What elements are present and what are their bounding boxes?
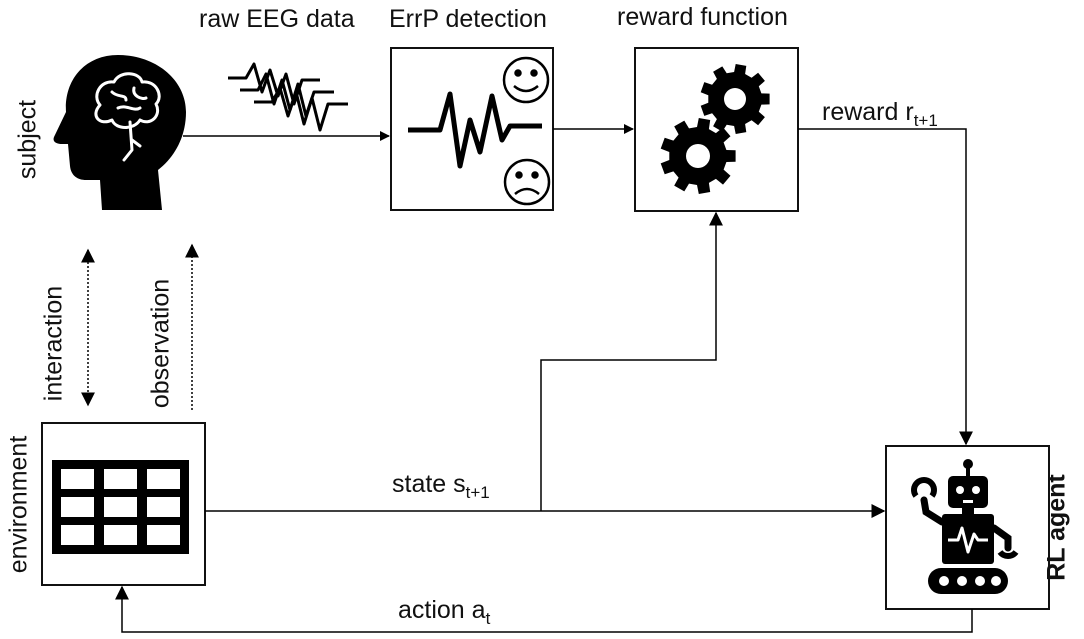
head-brain-icon <box>53 55 186 210</box>
state-label-main: state s <box>392 470 466 498</box>
errp-waveform-icon <box>408 91 542 169</box>
subject-label: subject <box>13 99 42 180</box>
reward-function-label: reward function <box>617 3 788 31</box>
grid-environment-icon <box>52 460 189 554</box>
raw-eeg-label: raw EEG data <box>199 5 355 33</box>
rl-agent-label: RL agent <box>1042 474 1071 581</box>
action-label: action at <box>398 596 491 628</box>
action-label-main: action a <box>398 596 486 624</box>
action-label-sub: t <box>485 609 491 628</box>
robot-icon <box>911 459 1019 594</box>
arrow-state-to-reward <box>540 211 723 511</box>
gears-icon <box>660 64 770 194</box>
sad-face-icon <box>503 158 551 206</box>
arrow-reward-to-agent <box>798 128 973 446</box>
happy-face-icon <box>502 56 550 104</box>
state-label: state st+1 <box>392 470 490 502</box>
reward-label: reward rt+1 <box>822 98 938 130</box>
reward-label-sub: t+1 <box>913 111 938 130</box>
environment-label: environment <box>4 435 33 574</box>
errp-detection-label: ErrP detection <box>389 5 547 33</box>
eeg-signal-icon <box>228 62 348 132</box>
observation-label: observation <box>146 278 175 409</box>
arrow-agent-to-env-action <box>115 585 973 633</box>
state-label-sub: t+1 <box>465 483 490 502</box>
reward-label-main: reward r <box>822 98 914 126</box>
interaction-label: interaction <box>39 285 68 402</box>
